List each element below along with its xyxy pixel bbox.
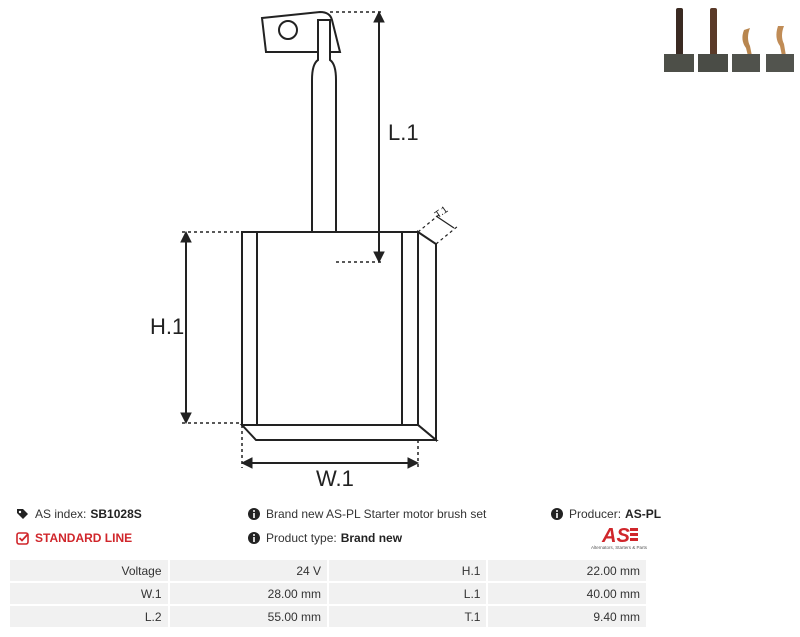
standard-line-badge: STANDARD LINE — [16, 531, 132, 545]
product-type: Product type: Brand new — [247, 531, 402, 545]
info-icon — [551, 508, 563, 520]
dimension-label-l1: L.1 — [388, 120, 419, 145]
dimension-label-t1: T.1 — [433, 204, 451, 221]
info-icon — [248, 508, 260, 520]
spec-label: T.1 — [329, 606, 487, 627]
dimension-l1 — [330, 10, 385, 264]
spec-value: 9.40 mm — [488, 606, 646, 627]
dimension-t1 — [417, 213, 459, 245]
standard-line-text: STANDARD LINE — [35, 531, 133, 545]
spec-value: 55.00 mm — [169, 606, 328, 627]
lead-wire — [311, 19, 337, 266]
dimension-label-h1: H.1 — [150, 314, 184, 339]
dimension-w1 — [240, 425, 420, 469]
spec-label: L.1 — [329, 583, 487, 604]
as-index: AS index: SB1028S — [16, 507, 142, 521]
brush-photo-2 — [698, 8, 728, 72]
spec-value: 28.00 mm — [169, 583, 328, 604]
brush-photo-3 — [732, 28, 760, 72]
as-index-label: AS index: — [35, 507, 87, 521]
producer-label: Producer: — [569, 507, 622, 521]
spec-value: 40.00 mm — [488, 583, 646, 604]
svg-text:AS: AS — [601, 525, 630, 545]
brush-photo-4 — [766, 26, 794, 72]
dimension-label-w1: W.1 — [316, 466, 354, 490]
checkbox-icon — [16, 532, 29, 545]
product-type-value: Brand new — [340, 531, 403, 545]
product-type-label: Product type: — [266, 531, 337, 545]
description-text: Brand new AS-PL Starter motor brush set — [266, 507, 487, 521]
spec-label: L.2 — [10, 606, 168, 627]
dimension-h1 — [180, 230, 242, 425]
brush-photo-1 — [664, 8, 694, 72]
spec-value: 22.00 mm — [488, 560, 646, 581]
producer-value: AS-PL — [625, 507, 662, 521]
as-logo-mark: AS — [601, 525, 638, 547]
spec-label: W.1 — [10, 583, 168, 604]
product-photo-thumbnail — [664, 8, 794, 72]
spec-label: H.1 — [329, 560, 487, 581]
logo-tagline: Alternators, Starters & Parts — [590, 545, 648, 550]
spec-value: 24 V — [169, 560, 328, 581]
as-pl-logo: AS Alternators, Starters & Parts — [584, 523, 654, 553]
as-index-value: SB1028S — [90, 507, 142, 521]
tags-icon — [17, 509, 28, 519]
brush-technical-drawing: L.1 H.1 W.1 T.1 — [150, 10, 459, 490]
producer: Producer: AS-PL — [550, 507, 661, 521]
info-icon — [248, 532, 260, 544]
description: Brand new AS-PL Starter motor brush set — [247, 507, 486, 521]
carbon-brush-body — [239, 230, 439, 443]
spec-label: Voltage — [10, 560, 168, 581]
